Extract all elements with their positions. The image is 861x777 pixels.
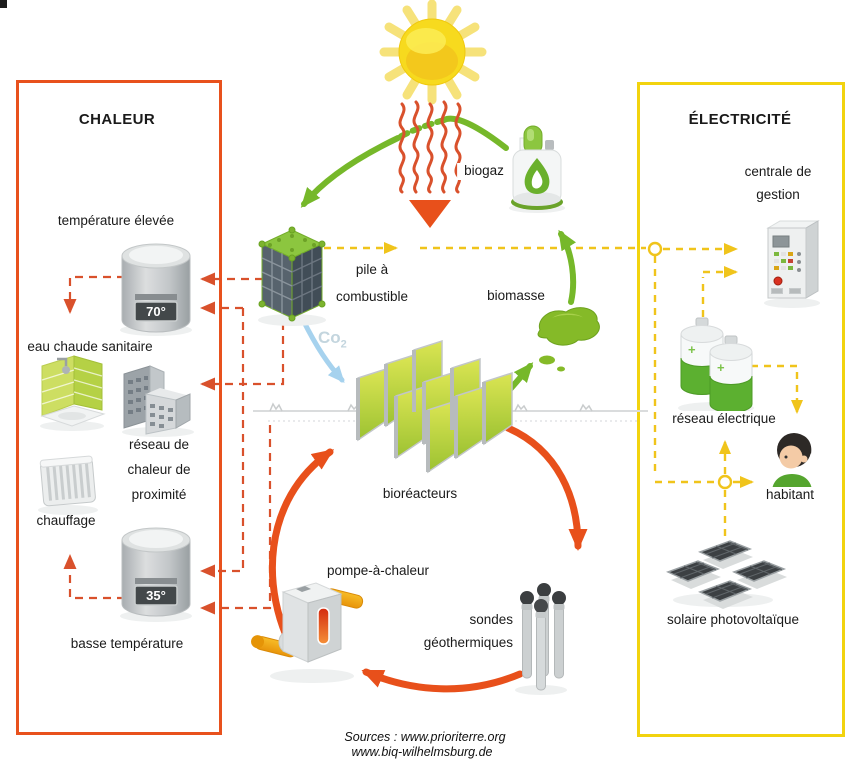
geothermal-probes-label-line1: sondes bbox=[469, 612, 513, 627]
electricity-flow-lines bbox=[324, 241, 803, 536]
hot-tank-reading: 70° bbox=[146, 304, 166, 319]
svg-text:+: + bbox=[688, 342, 696, 357]
geothermal-probes-label-line2: géothermiques bbox=[423, 635, 513, 650]
fuel-cell-label-line1: pile à bbox=[355, 262, 389, 277]
electricity-section-box bbox=[637, 82, 845, 737]
solar-pv-label: solaire photovoltaïque bbox=[666, 612, 800, 627]
heat-section-title: CHALEUR bbox=[78, 111, 156, 128]
bioreactors-icon bbox=[356, 339, 513, 474]
svg-text:+: + bbox=[717, 360, 725, 375]
electrical-grid-label: réseau électrique bbox=[665, 411, 783, 428]
control-center-label-line2: gestion bbox=[756, 187, 800, 202]
fuel-cell-icon bbox=[258, 226, 326, 322]
co2-label: Co2 bbox=[318, 328, 347, 351]
control-center-icon bbox=[766, 220, 820, 299]
electricity-section-title: ÉLECTRICITÉ bbox=[688, 111, 792, 128]
biomass-icon bbox=[537, 307, 600, 372]
biogas-label: biogaz bbox=[457, 163, 511, 180]
low-tank-reading: 35° bbox=[146, 588, 166, 603]
biomass-label: biomasse bbox=[487, 288, 545, 303]
low-temperature-label: basse température bbox=[70, 636, 184, 651]
junction-node bbox=[647, 241, 663, 257]
heat-flow-lines bbox=[63, 272, 285, 615]
control-center-label-line1: centrale de bbox=[744, 164, 812, 179]
heat-pump-label: pompe-à-chaleur bbox=[326, 563, 430, 578]
hot-tank-icon: 70° bbox=[121, 243, 191, 333]
geothermal-probes-icon bbox=[520, 583, 566, 691]
district-buildings-icon bbox=[123, 365, 191, 435]
radiator-icon bbox=[39, 455, 96, 507]
heat-pump-icon bbox=[251, 582, 364, 663]
heat-section-box bbox=[16, 80, 222, 735]
sources-line1: Sources : www.prioriterre.org bbox=[344, 730, 506, 744]
inhabitant-icon bbox=[772, 433, 812, 492]
co2-arrow bbox=[300, 317, 345, 384]
heat-network-label-line1: réseau de bbox=[128, 437, 190, 452]
heating-label: chauffage bbox=[36, 513, 96, 528]
heat-network-label-line3: proximité bbox=[131, 487, 187, 502]
solar-heat-arrow bbox=[398, 100, 462, 228]
battery-grid-icon: + + bbox=[680, 317, 753, 413]
low-tank-icon: 35° bbox=[121, 527, 191, 617]
inhabitant-label: habitant bbox=[758, 487, 822, 504]
junction-node bbox=[717, 474, 733, 490]
shower-icon bbox=[40, 355, 106, 427]
biogas-icon bbox=[511, 125, 563, 210]
domestic-hot-water-label: eau chaude sanitaire bbox=[27, 339, 153, 354]
sources-line2: www.biq-wilhelmsburg.de bbox=[351, 745, 493, 759]
sun-icon bbox=[379, 0, 487, 105]
bioreactors-label: bioréacteurs bbox=[382, 486, 458, 501]
heat-network-label-line2: chaleur de bbox=[127, 462, 191, 477]
corner-artifact bbox=[0, 0, 7, 8]
fuel-cell-label-line2: combustible bbox=[335, 289, 409, 304]
solar-panels-icon bbox=[666, 540, 787, 609]
high-temperature-label: température élevée bbox=[57, 213, 175, 228]
